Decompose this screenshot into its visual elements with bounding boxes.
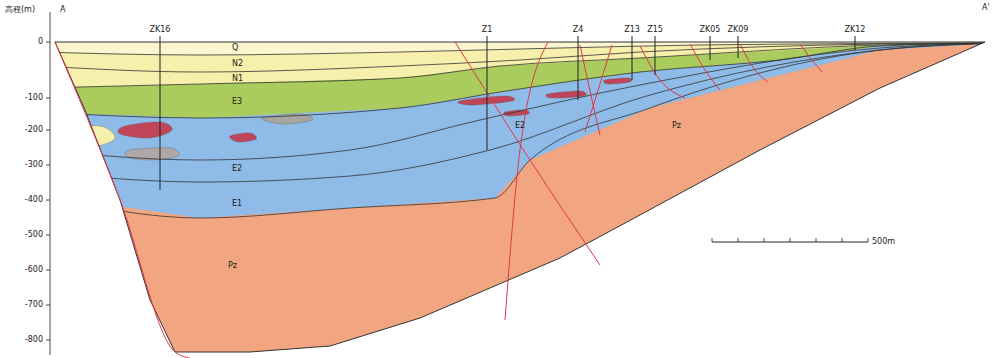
axis-title: 高程(m) [4, 6, 36, 14]
fault-line [585, 45, 612, 132]
axis-value: -700 [24, 301, 44, 309]
strata-code: Pz [228, 262, 237, 270]
strata-boundary [40, 43, 1000, 182]
axis-value: -800 [24, 336, 44, 344]
axis-tick [46, 42, 50, 43]
axis-tick [46, 270, 50, 271]
strata-code: E1 [232, 200, 242, 208]
ore-lens [56, 126, 115, 146]
strata-code: N2 [232, 60, 243, 68]
ore-lens [125, 148, 179, 160]
scale-tick [712, 238, 713, 242]
fault-line [640, 46, 685, 98]
scale-tick [842, 238, 843, 242]
axis-tick [46, 305, 50, 306]
strata-code: E2 [232, 165, 242, 173]
drill-hole-id: Z1 [481, 26, 494, 34]
axis-tick [46, 200, 50, 201]
drill-hole [632, 36, 633, 80]
drill-hole-id: ZK12 [844, 26, 867, 34]
drill-hole [487, 36, 488, 150]
drill-hole-id: Z15 [646, 26, 664, 34]
axis-value: 0 [37, 38, 44, 46]
ore-lens [230, 133, 257, 142]
axis-tick [46, 340, 50, 341]
drill-hole [655, 36, 656, 75]
axis-value: -400 [24, 196, 44, 204]
strata-boundary [40, 43, 1000, 218]
strata-code: E2 [515, 122, 525, 130]
drill-hole [160, 36, 161, 190]
drill-hole-id: Z4 [572, 26, 585, 34]
drill-hole [710, 36, 711, 60]
strata-boundary [40, 43, 1000, 118]
fault-line [55, 42, 190, 358]
fault-line [740, 44, 768, 82]
scale-tick [790, 238, 791, 242]
strata-band [40, 38, 1000, 88]
drill-hole [578, 36, 579, 100]
drill-hole-id: ZK16 [149, 26, 172, 34]
axis-tick [46, 235, 50, 236]
strata-code: Pz [672, 122, 681, 130]
drill-hole-id: Z13 [623, 26, 641, 34]
fault-line [505, 42, 548, 320]
strata-code: E3 [232, 98, 242, 106]
axis-value: -500 [24, 231, 44, 239]
axis-value: -600 [24, 266, 44, 274]
strata-code: Q [232, 44, 238, 52]
axis-value: -300 [24, 161, 44, 169]
scale-label: 500m [872, 238, 895, 246]
strata-boundary [40, 43, 1000, 72]
depth-axis [50, 12, 51, 355]
axis-tick [46, 165, 50, 166]
scale-tick [738, 238, 739, 242]
strata-boundary [40, 43, 1000, 88]
axis-value: -100 [24, 94, 44, 102]
strata-code: N1 [232, 75, 243, 83]
drill-hole-id: ZK09 [727, 26, 750, 34]
drill-hole [738, 36, 739, 58]
scale-tick [868, 238, 869, 242]
ore-lens [603, 78, 632, 84]
fault-line [580, 45, 600, 135]
ore-lens [546, 91, 587, 98]
section-end: A' [982, 4, 990, 12]
section-end: A [60, 6, 65, 14]
ore-lens [57, 175, 110, 194]
axis-tick [46, 98, 50, 99]
drill-hole-id: ZK05 [699, 26, 722, 34]
section-outline [55, 42, 985, 352]
fault-line [800, 44, 822, 72]
ore-lens [118, 122, 172, 138]
scale-tick [816, 238, 817, 242]
axis-tick [46, 130, 50, 131]
fault-line [690, 44, 720, 90]
scale-tick [764, 238, 765, 242]
drill-hole [855, 36, 856, 50]
axis-value: -200 [24, 126, 44, 134]
strata-boundary [40, 43, 1000, 160]
strata-band [40, 38, 1000, 218]
